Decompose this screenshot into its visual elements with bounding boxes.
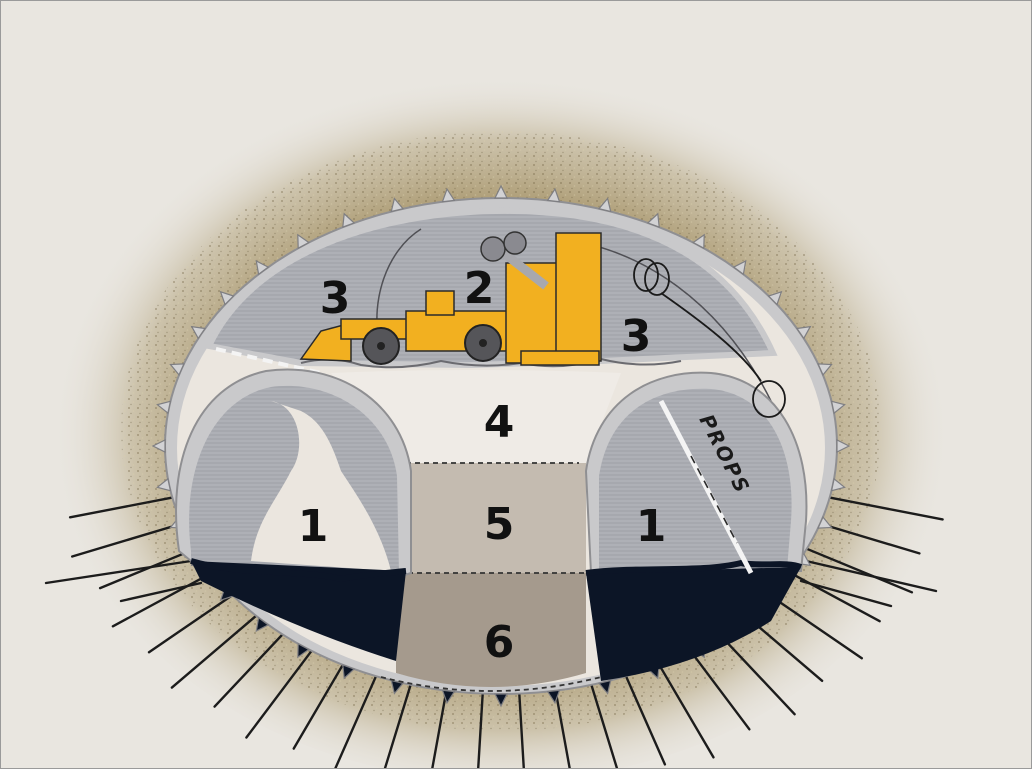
stage-label-1-left: 1 (298, 501, 329, 552)
stage-label-6: 6 (484, 617, 515, 668)
stage-label-3-left: 3 (320, 273, 351, 324)
machine-cab-small (426, 291, 454, 315)
machine-cutter-head (481, 237, 505, 261)
machine-wheel-front-hub (479, 339, 487, 347)
stage-label-3-right: 3 (621, 311, 652, 362)
stage-label-5: 5 (484, 499, 515, 550)
stage-label-2: 2 (464, 263, 495, 314)
machine-cutter-head-2 (504, 232, 526, 254)
machine-wheel-rear-hub (377, 342, 385, 350)
stage-label-4: 4 (484, 397, 515, 448)
machine-conveyor (521, 351, 599, 365)
machine-tower (556, 233, 601, 361)
stage-label-1-right: 1 (636, 501, 667, 552)
